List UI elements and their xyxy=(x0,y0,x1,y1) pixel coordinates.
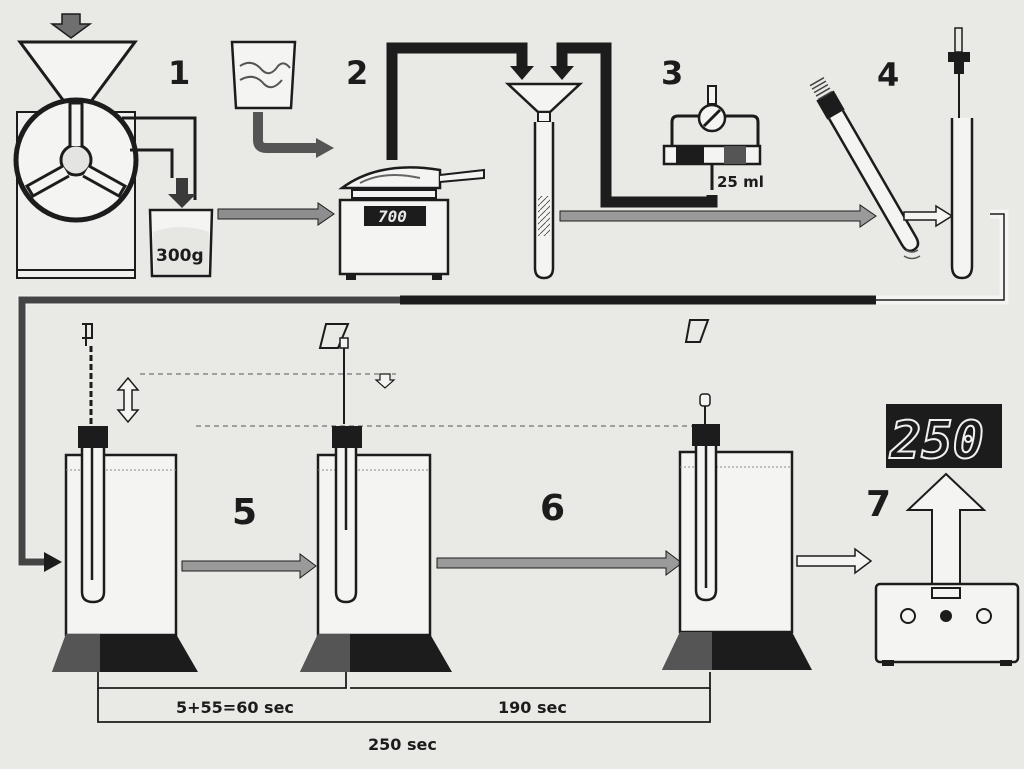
step-2-label: 2 xyxy=(346,54,368,92)
water-dispenser xyxy=(662,85,762,190)
water-cup xyxy=(230,40,334,158)
water-bath-1 xyxy=(52,323,198,672)
meter-display-reading: 250 xyxy=(889,411,984,471)
timeline-brackets xyxy=(97,672,711,723)
arrow-shaking-to-stirrer xyxy=(903,204,954,228)
arrow-mill-to-scale xyxy=(217,202,335,226)
digital-scale xyxy=(338,166,485,280)
grain-mill xyxy=(13,13,197,279)
interval-1-label: 5+55=60 sec xyxy=(176,698,294,717)
arrow-bath2-to-bath3 xyxy=(436,550,683,576)
arrow-bath1-to-bath2 xyxy=(181,553,317,579)
funnel-test-tube xyxy=(504,82,584,280)
stir-direction-arrow xyxy=(116,376,140,424)
step-4-label: 4 xyxy=(877,56,899,94)
digital-display xyxy=(886,404,1002,468)
step-7-label: 7 xyxy=(866,484,891,525)
interval-2-label: 190 sec xyxy=(498,698,567,717)
step-5-label: 5 xyxy=(232,492,257,533)
dispense-volume-label: 25 ml xyxy=(717,173,764,191)
sample-beaker xyxy=(148,208,214,278)
scale-display-reading: 700 xyxy=(378,207,407,226)
beaker-weight-label: 300g xyxy=(156,246,204,266)
pipe-pipette-to-funnel xyxy=(556,42,718,208)
drop-arrow xyxy=(374,373,396,389)
pipe-scale-to-funnel xyxy=(386,42,528,160)
arrow-bath3-to-meter xyxy=(796,547,873,575)
water-bath-3 xyxy=(662,319,812,670)
shaking-test-tube xyxy=(809,77,920,253)
tube-with-stirrer xyxy=(948,27,974,280)
readout-arrow xyxy=(905,472,987,589)
step-6-label: 6 xyxy=(540,488,565,529)
falling-number-instrument xyxy=(874,582,1020,666)
arrow-tube-to-shaking xyxy=(559,204,877,228)
step-1-label: 1 xyxy=(168,54,190,92)
step-3-label: 3 xyxy=(661,54,683,92)
water-bath-2 xyxy=(300,323,452,672)
total-time-label: 250 sec xyxy=(368,735,437,754)
